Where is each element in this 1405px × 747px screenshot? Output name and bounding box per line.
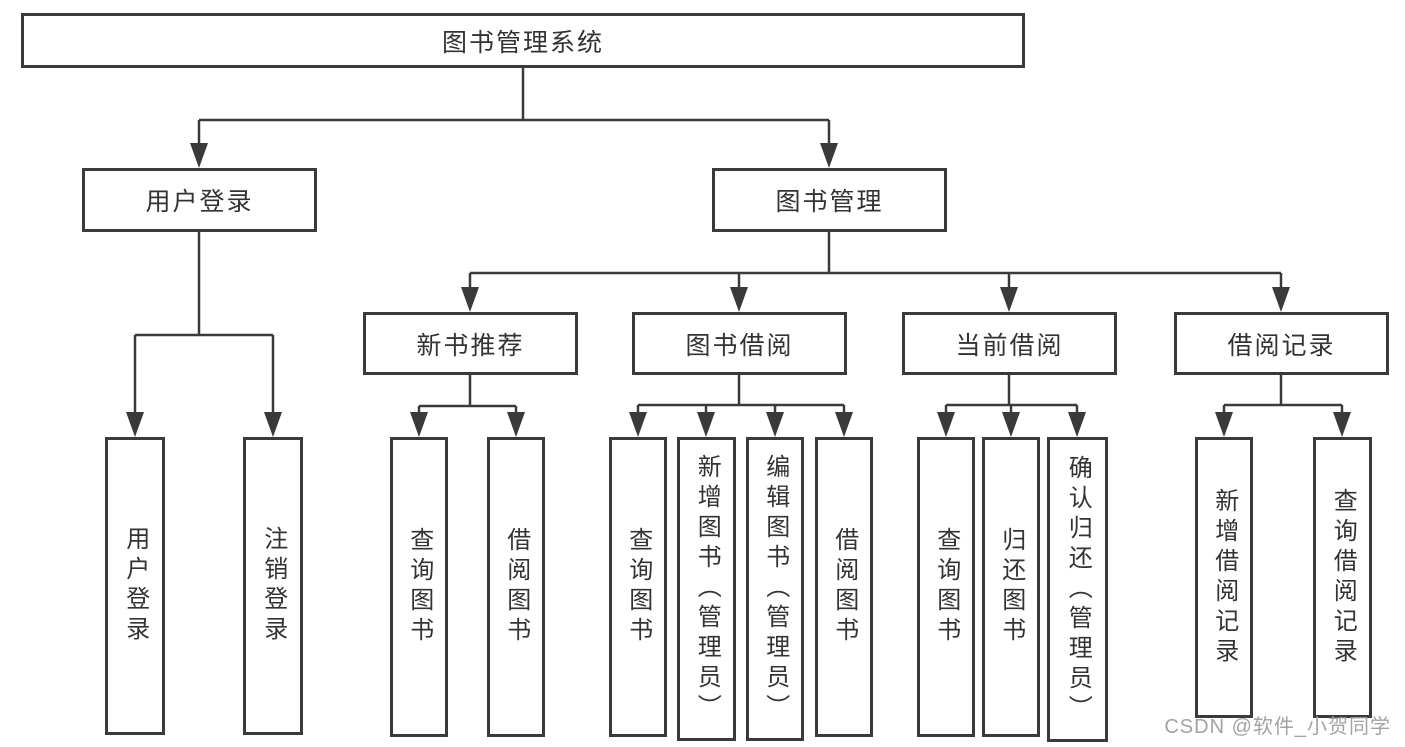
leaf-edit-books-admin: 编辑图书（管理员）	[746, 437, 804, 741]
leaf-borrow-books-2-label: 借阅图书	[830, 527, 858, 647]
leaf-query-books-2: 查询图书	[609, 437, 667, 737]
leaf-user-login-label: 用户登录	[121, 526, 149, 646]
leaf-return-books: 归还图书	[982, 437, 1040, 737]
leaf-query-books-3-label: 查询图书	[932, 527, 960, 647]
leaf-add-books-admin-label: 新增图书（管理员）	[693, 454, 721, 724]
leaf-return-books-label: 归还图书	[997, 527, 1025, 647]
node-library-system: 图书管理系统	[21, 13, 1025, 68]
leaf-logout: 注销登录	[243, 437, 303, 735]
node-user-login: 用户登录	[82, 168, 317, 232]
node-current-borrowing-label: 当前借阅	[955, 331, 1064, 360]
leaf-edit-books-admin-label: 编辑图书（管理员）	[761, 454, 789, 724]
node-borrow-records-label: 借阅记录	[1227, 331, 1336, 360]
node-book-borrowing: 图书借阅	[632, 312, 847, 375]
leaf-borrow-books-2: 借阅图书	[815, 437, 873, 737]
leaf-confirm-return-admin: 确认归还（管理员）	[1047, 437, 1108, 742]
leaf-borrow-books-1: 借阅图书	[487, 437, 545, 737]
watermark: CSDN @软件_小贺同学	[1164, 716, 1391, 738]
leaf-add-books-admin: 新增图书（管理员）	[677, 437, 736, 741]
leaf-logout-label: 注销登录	[259, 526, 287, 646]
leaf-user-login: 用户登录	[105, 437, 165, 735]
leaf-query-books-1-label: 查询图书	[405, 527, 433, 647]
leaf-add-borrow-record: 新增借阅记录	[1195, 437, 1253, 718]
node-borrow-records: 借阅记录	[1174, 312, 1389, 375]
leaf-query-books-1: 查询图书	[390, 437, 448, 737]
node-current-borrowing: 当前借阅	[902, 312, 1117, 375]
leaf-query-books-2-label: 查询图书	[624, 527, 652, 647]
leaf-borrow-books-1-label: 借阅图书	[502, 527, 530, 647]
leaf-query-borrow-record-label: 查询借阅记录	[1329, 487, 1357, 668]
node-book-borrowing-label: 图书借阅	[685, 331, 794, 360]
leaf-confirm-return-admin-label: 确认归还（管理员）	[1064, 454, 1092, 725]
node-library-system-label: 图书管理系统	[441, 28, 604, 57]
node-book-management-label: 图书管理	[775, 188, 884, 216]
node-book-management: 图书管理	[712, 168, 947, 232]
node-new-book-recommend: 新书推荐	[363, 312, 578, 375]
leaf-query-books-3: 查询图书	[917, 437, 975, 737]
node-new-book-recommend-label: 新书推荐	[416, 331, 525, 360]
node-user-login-label: 用户登录	[145, 188, 254, 216]
leaf-add-borrow-record-label: 新增借阅记录	[1210, 487, 1238, 668]
leaf-query-borrow-record: 查询借阅记录	[1313, 437, 1372, 718]
